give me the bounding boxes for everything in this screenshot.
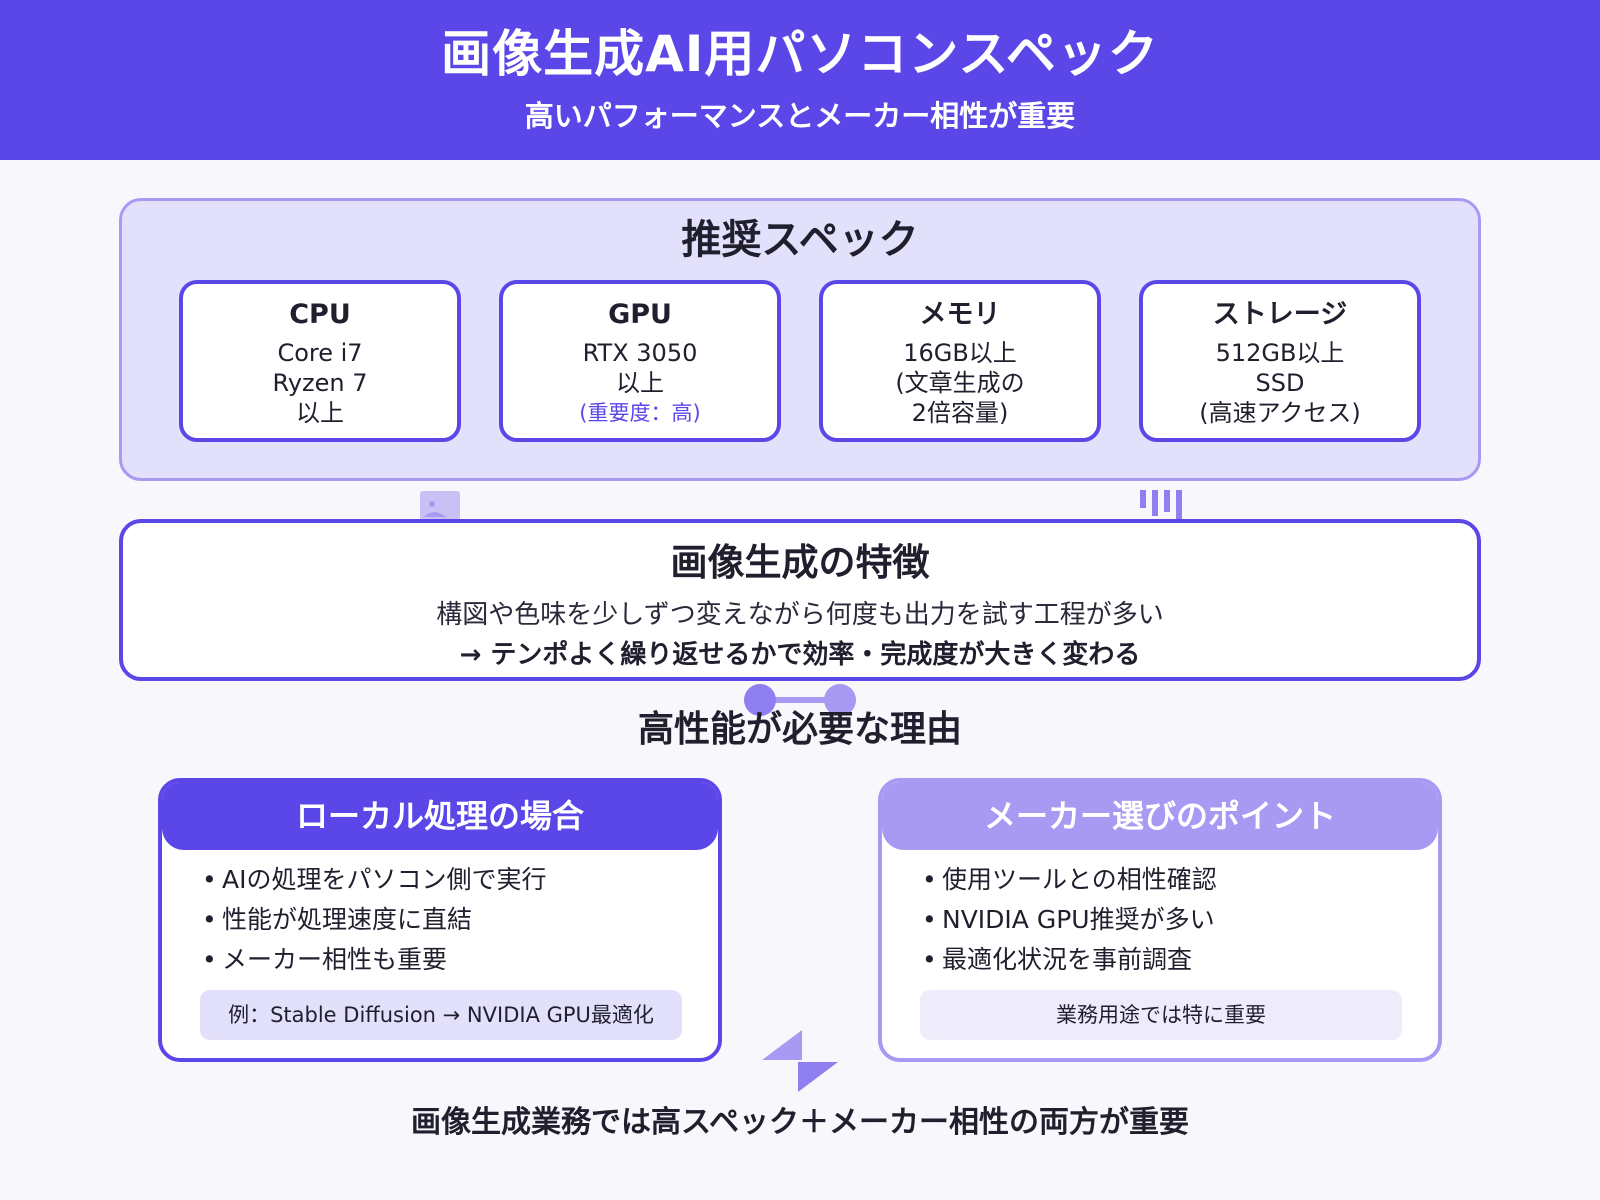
page-title: 画像生成AI用パソコンスペック	[441, 25, 1159, 83]
list-item: •AIの処理をパソコン側で実行	[202, 860, 546, 900]
spec-card-title: メモリ	[919, 299, 1001, 330]
spec-card-line: 以上	[616, 369, 664, 397]
spec-card-importance-note: (重要度：高)	[579, 401, 701, 425]
maker-selection-title: メーカー選びのポイント	[882, 782, 1438, 850]
spec-card-line: (文章生成の	[895, 369, 1025, 397]
list-item: •性能が処理速度に直結	[202, 900, 546, 940]
summary-footer: 画像生成業務では高スペック＋メーカー相性の両方が重要	[411, 1105, 1189, 1140]
local-processing-title: ローカル処理の場合	[162, 782, 718, 850]
header-banner: 画像生成AI用パソコンスペック 高いパフォーマンスとメーカー相性が重要	[0, 0, 1600, 160]
image-placeholder-icon	[420, 491, 460, 521]
spec-card-line: 以上	[296, 399, 344, 427]
spec-card-gpu: GPU RTX 3050 以上 (重要度：高)	[499, 280, 781, 442]
spec-card-title: ストレージ	[1212, 299, 1348, 330]
reasons-heading: 高性能が必要な理由	[637, 709, 962, 750]
list-item-text: 最適化状況を事前調査	[942, 945, 1193, 974]
list-item-text: AIの処理をパソコン側で実行	[222, 865, 547, 894]
list-item-text: 性能が処理速度に直結	[222, 905, 473, 934]
bullet: •	[922, 945, 937, 974]
connector-dot-icon	[824, 684, 856, 716]
list-item-text: NVIDIA GPU推奨が多い	[942, 905, 1215, 934]
maker-selection-card: メーカー選びのポイント •使用ツールとの相性確認 •NVIDIA GPU推奨が多…	[878, 778, 1442, 1062]
bullet: •	[202, 865, 217, 894]
bullet: •	[202, 945, 217, 974]
list-item: •使用ツールとの相性確認	[922, 860, 1217, 900]
spec-card-line: (高速アクセス)	[1199, 399, 1361, 427]
maker-selection-list: •使用ツールとの相性確認 •NVIDIA GPU推奨が多い •最適化状況を事前調…	[922, 860, 1217, 980]
list-item-text: メーカー相性も重要	[222, 945, 448, 974]
list-item-text: 使用ツールとの相性確認	[942, 865, 1217, 894]
maker-selection-note: 業務用途では特に重要	[920, 990, 1402, 1040]
connector-line	[760, 697, 840, 703]
recommended-specs-panel: 推奨スペック CPU Core i7 Ryzen 7 以上 GPU RTX 30…	[119, 198, 1481, 481]
list-item: •最適化状況を事前調査	[922, 940, 1217, 980]
connector-dot-icon	[744, 684, 776, 716]
recommended-specs-title: 推奨スペック	[681, 217, 919, 263]
features-emphasis: → テンポよく繰り返せるかで効率・完成度が大きく変わる	[459, 640, 1141, 670]
local-processing-card: ローカル処理の場合 •AIの処理をパソコン側で実行 •性能が処理速度に直結 •メ…	[158, 778, 722, 1062]
list-item: •NVIDIA GPU推奨が多い	[922, 900, 1217, 940]
spec-card-storage: ストレージ 512GB以上 SSD (高速アクセス)	[1139, 280, 1421, 442]
spec-card-title: GPU	[608, 299, 672, 330]
page-subtitle: 高いパフォーマンスとメーカー相性が重要	[524, 99, 1076, 133]
spec-card-cpu: CPU Core i7 Ryzen 7 以上	[179, 280, 461, 442]
spec-card-title: CPU	[289, 299, 351, 330]
spec-card-line: 16GB以上	[903, 339, 1017, 367]
spec-card-line: 512GB以上	[1215, 339, 1345, 367]
list-item: •メーカー相性も重要	[202, 940, 546, 980]
local-processing-example-note: 例：Stable Diffusion → NVIDIA GPU最適化	[200, 990, 682, 1040]
spec-card-line: Ryzen 7	[272, 369, 368, 397]
bullet: •	[922, 865, 937, 894]
local-processing-list: •AIの処理をパソコン側で実行 •性能が処理速度に直結 •メーカー相性も重要	[202, 860, 546, 980]
spec-card-line: RTX 3050	[582, 339, 698, 367]
bullet: •	[922, 905, 937, 934]
bar-chart-icon	[1140, 490, 1184, 526]
spec-card-line: SSD	[1255, 369, 1305, 397]
spec-card-line: Core i7	[277, 339, 363, 367]
lightning-icon	[762, 1030, 838, 1092]
features-title: 画像生成の特徴	[670, 541, 930, 584]
image-generation-features-box: 画像生成の特徴 構図や色味を少しずつ変えながら何度も出力を試す工程が多い → テ…	[119, 519, 1481, 681]
spec-card-memory: メモリ 16GB以上 (文章生成の 2倍容量)	[819, 280, 1101, 442]
features-description: 構図や色味を少しずつ変えながら何度も出力を試す工程が多い	[436, 600, 1164, 630]
bullet: •	[202, 905, 217, 934]
spec-card-line: 2倍容量)	[911, 399, 1009, 427]
